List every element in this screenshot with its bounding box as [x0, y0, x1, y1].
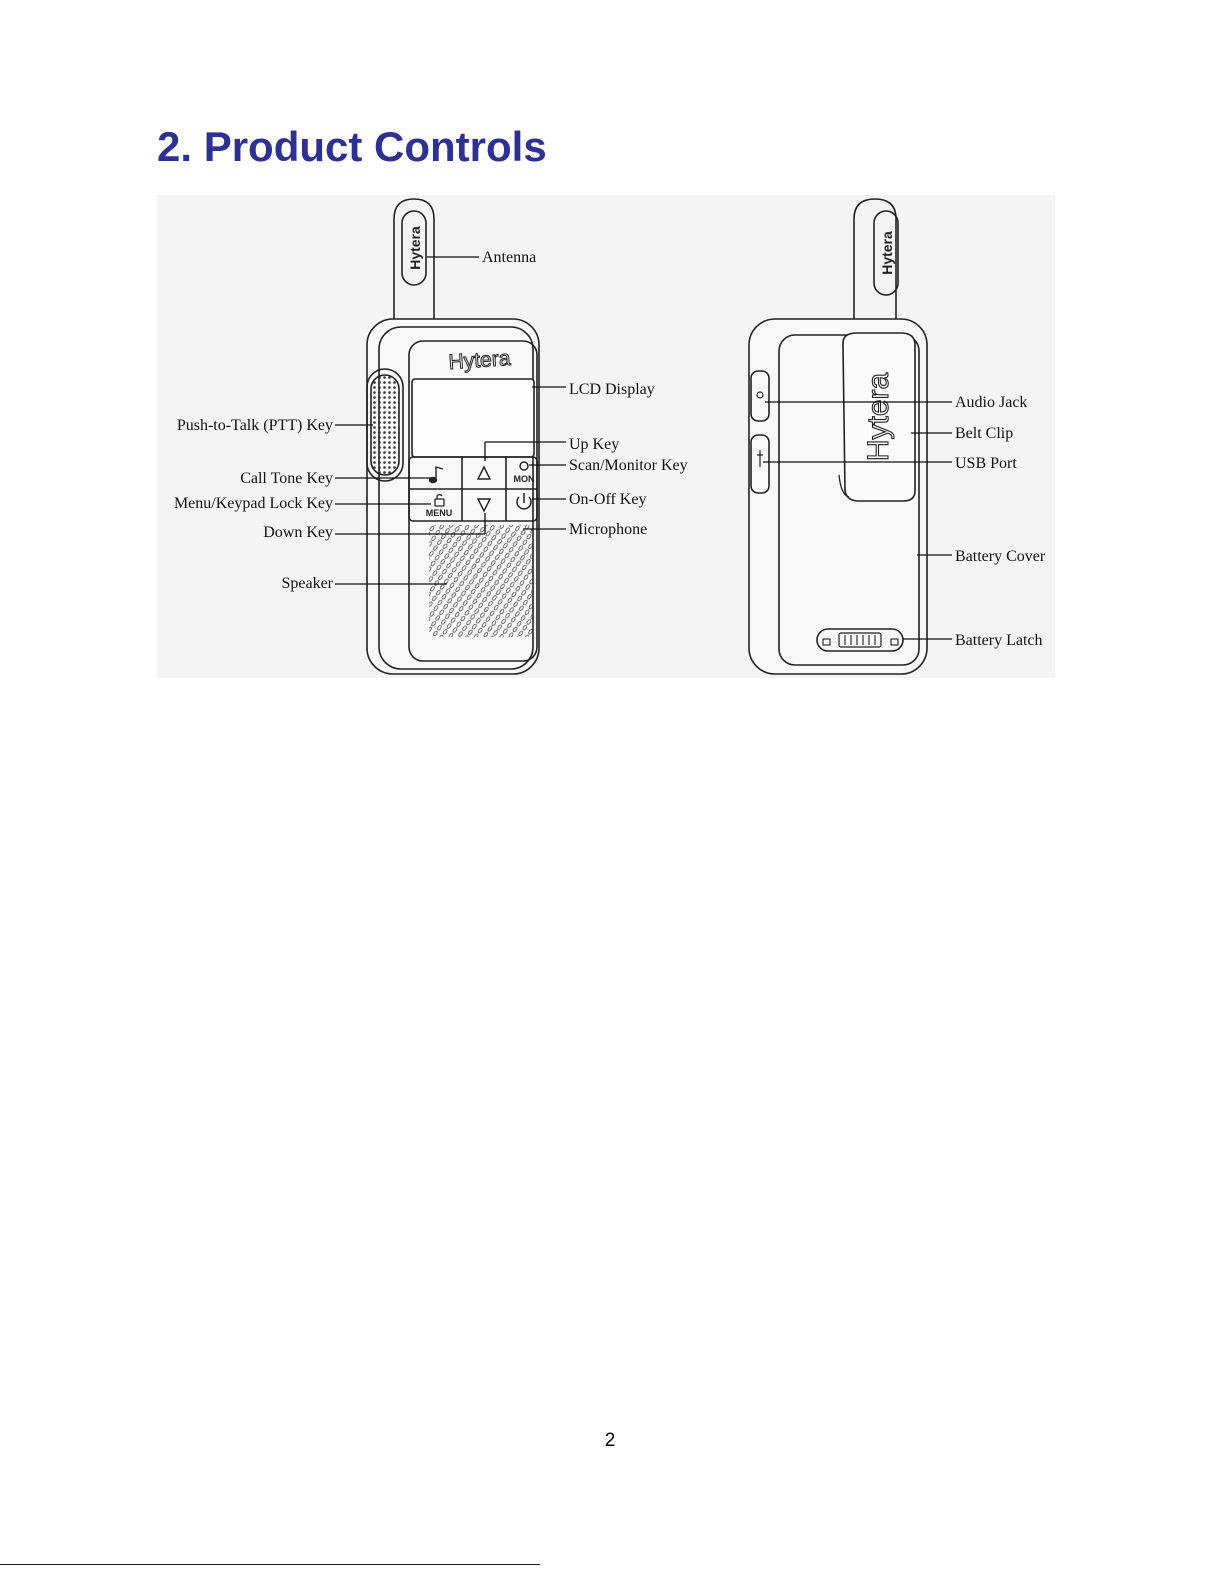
menu-key-text: MENU: [426, 508, 453, 518]
mon-key-text: MON: [514, 474, 535, 484]
label-antenna: Antenna: [482, 249, 536, 266]
product-controls-figure: Hytera Hytera: [157, 195, 1055, 678]
belt-clip-logo: Hytera: [862, 373, 895, 462]
label-lcd-display: LCD Display: [569, 381, 655, 398]
footnote-rule: [0, 1564, 540, 1565]
label-ptt-key: Push-to-Talk (PTT) Key: [177, 417, 333, 434]
speaker-grill: [429, 525, 533, 637]
front-face-logo: Hytera: [448, 347, 512, 374]
label-audio-jack: Audio Jack: [955, 394, 1027, 411]
front-antenna: Hytera: [379, 199, 449, 330]
label-microphone: Microphone: [569, 521, 647, 538]
ptt-key: [371, 375, 399, 475]
lcd-display: [412, 379, 534, 457]
label-up-key: Up Key: [569, 436, 619, 453]
back-radio-drawing: Hytera Hytera: [749, 199, 927, 674]
page-number: 2: [0, 1430, 1220, 1452]
label-scan-monitor-key: Scan/Monitor Key: [569, 457, 688, 474]
label-speaker: Speaker: [281, 575, 333, 592]
label-belt-clip: Belt Clip: [955, 425, 1013, 442]
label-usb-port: USB Port: [955, 455, 1017, 472]
label-on-off-key: On-Off Key: [569, 491, 646, 508]
label-battery-latch: Battery Latch: [955, 632, 1043, 649]
back-antenna-logo: Hytera: [879, 231, 895, 275]
label-call-tone-key: Call Tone Key: [240, 470, 333, 487]
label-down-key: Down Key: [263, 524, 333, 541]
front-antenna-logo: Hytera: [407, 226, 423, 270]
page-title: 2. Product Controls: [157, 124, 547, 170]
label-menu-keypad-lock-key: Menu/Keypad Lock Key: [174, 495, 333, 512]
label-battery-cover: Battery Cover: [955, 548, 1046, 565]
front-radio-drawing: Hytera Hytera: [367, 199, 539, 674]
back-antenna: Hytera: [839, 199, 913, 330]
